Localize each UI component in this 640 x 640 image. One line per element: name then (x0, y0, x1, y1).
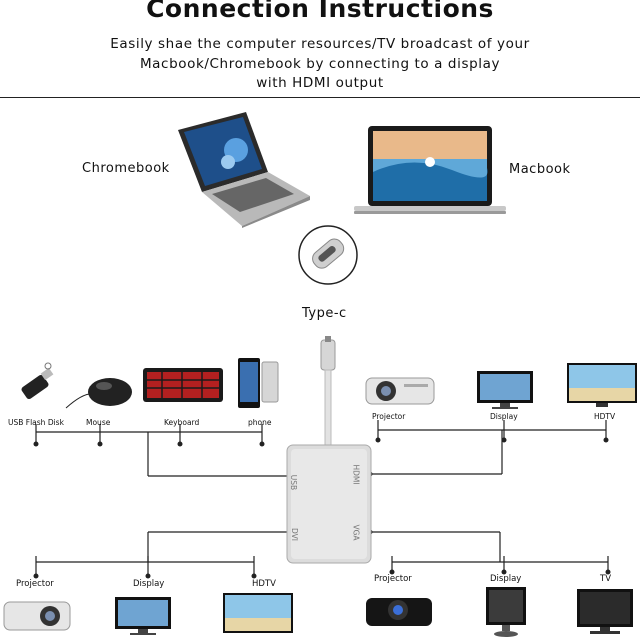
hdmi-device-label-hdtv: HDTV (594, 412, 616, 421)
usb-flash-disk-icon (21, 362, 54, 400)
usb-device-label-phone: phone (248, 418, 272, 427)
display-monitor-icon (486, 587, 526, 637)
hdtv-icon (567, 363, 637, 407)
hdmi-device-label-display: Display (490, 412, 518, 421)
vga-device-label-tv: TV (600, 574, 612, 584)
vga-device-label-projector: Projector (374, 574, 412, 584)
page-subtitle: Easily shae the computer resources/TV br… (80, 35, 560, 94)
projector-icon (366, 598, 432, 626)
dvi-device-label-hdtv: HDTV (252, 579, 276, 589)
keyboard-icon (143, 368, 223, 402)
display-monitor-icon (477, 371, 533, 409)
projector-icon (365, 377, 435, 405)
hub-port-dvi: DVI (290, 528, 299, 541)
hub-adapter-image (286, 444, 372, 564)
hub-port-usb: USB (289, 474, 299, 491)
mouse-icon (65, 378, 132, 409)
macbook-laptop-image (354, 126, 506, 214)
subtitle-line-2: Macbook/Chromebook by connecting to a di… (139, 55, 501, 72)
vga-device-label-display: Display (490, 574, 522, 584)
dvi-device-label-projector: Projector (16, 579, 54, 589)
chromebook-label: Chromebook (82, 161, 170, 176)
header-divider (0, 97, 640, 98)
hub-port-vga: VGA (351, 524, 361, 541)
projector-icon (3, 601, 71, 631)
tv-icon (577, 589, 633, 634)
usb-device-label-flash-disk: USB Flash Disk (8, 418, 64, 427)
usb-device-label-keyboard: Keyboard (164, 418, 200, 427)
display-monitor-icon (115, 597, 171, 635)
subtitle-line-3: with HDMI output (256, 75, 384, 91)
dvi-device-label-display: Display (133, 579, 165, 589)
macbook-label: Macbook (509, 162, 571, 177)
phone-icon (238, 358, 279, 408)
chromebook-laptop-image (178, 112, 310, 228)
hdmi-device-label-projector: Projector (372, 412, 406, 421)
type-c-cable-image (320, 336, 336, 448)
hub-port-hdmi: HDMI (351, 464, 361, 485)
hdtv-icon (223, 593, 293, 633)
type-c-plug-icon (298, 225, 358, 285)
subtitle-line-1: Easily shae the computer resources/TV br… (110, 36, 530, 52)
usb-device-label-mouse: Mouse (86, 418, 111, 427)
type-c-label: Type-c (302, 306, 347, 321)
page-title: Connection Instructions (146, 0, 494, 23)
